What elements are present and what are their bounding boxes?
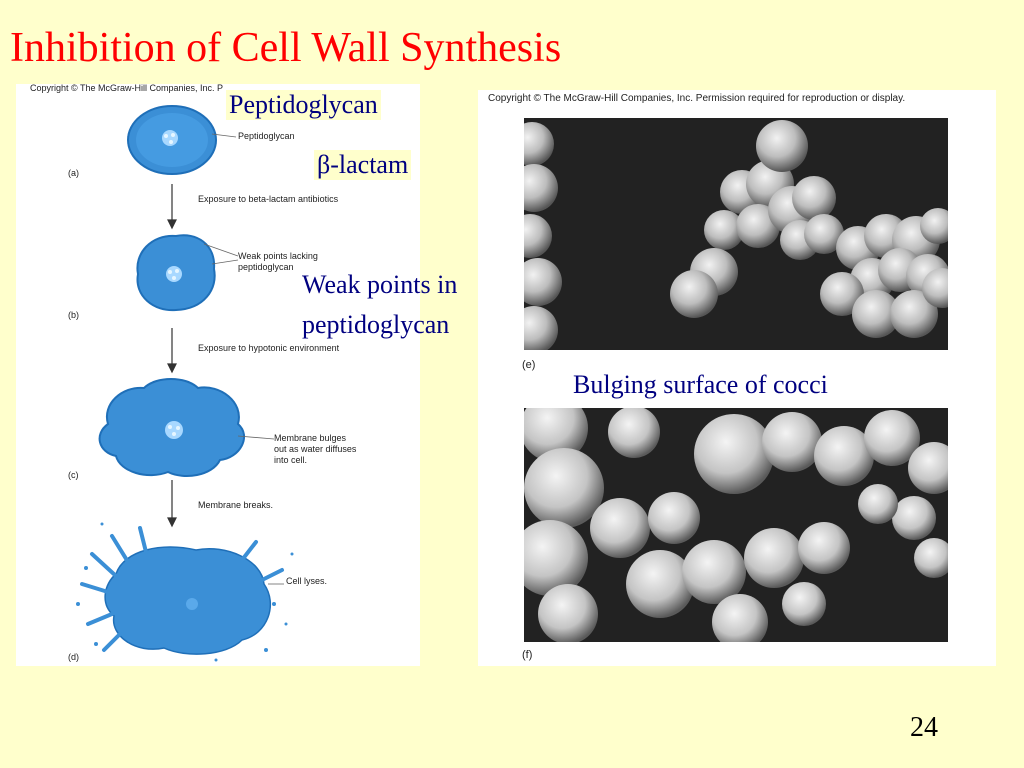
label-peptidoglycan: Peptidoglycan xyxy=(238,131,295,141)
callout-weak-points-2: peptidoglycan xyxy=(302,310,450,339)
weak-points-label-1: Weak points lacking xyxy=(238,251,318,261)
step-b-label: (b) xyxy=(68,310,79,320)
cell-d-lysed xyxy=(76,522,294,662)
cell-lyses-label: Cell lyses. xyxy=(286,576,328,586)
step-a-label: (a) xyxy=(68,168,79,178)
exposure-beta-label: Exposure to beta-lactam antibiotics xyxy=(198,194,339,204)
slide-title: Inhibition of Cell Wall Synthesis xyxy=(10,25,562,71)
page-number: 24 xyxy=(910,712,938,743)
step-c-label: (c) xyxy=(68,470,79,480)
cell-b-weakened xyxy=(136,234,239,312)
callout-peptidoglycan: Peptidoglycan xyxy=(226,90,381,120)
micrograph-e-label: (e) xyxy=(522,359,536,371)
weak-points-label-2: peptidoglycan xyxy=(238,262,294,272)
bulges-label-2: out as water diffuses xyxy=(274,444,357,454)
flow-arrows xyxy=(167,184,177,528)
cell-a-intact xyxy=(127,105,237,175)
cell-c-bulging xyxy=(98,378,275,477)
cell-lysis-figure: Copyright © The McGraw-Hill Companies, I… xyxy=(16,83,420,666)
micrograph-copyright: Copyright © The McGraw-Hill Companies, I… xyxy=(488,93,906,104)
callout-weak-points-1: Weak points in xyxy=(302,270,458,299)
micrograph-f-label: (f) xyxy=(522,649,533,661)
cell-lysis-diagram xyxy=(76,105,294,662)
figure-copyright: Copyright © The McGraw-Hill Companies, I… xyxy=(30,83,224,93)
bulges-label-1: Membrane bulges xyxy=(274,433,347,443)
exposure-hypotonic-label: Exposure to hypotonic environment xyxy=(198,343,340,353)
micrograph-e xyxy=(524,118,948,350)
membrane-breaks-label: Membrane breaks. xyxy=(198,500,274,510)
bulges-label-3: into cell. xyxy=(274,455,308,465)
callout-beta-lactam: β-lactam xyxy=(314,150,412,180)
micrograph-f xyxy=(524,408,948,642)
micrograph-figure: Copyright © The McGraw-Hill Companies, I… xyxy=(478,90,996,666)
step-d-label: (d) xyxy=(68,652,79,662)
callout-bulging-surface: Bulging surface of cocci xyxy=(570,370,831,400)
